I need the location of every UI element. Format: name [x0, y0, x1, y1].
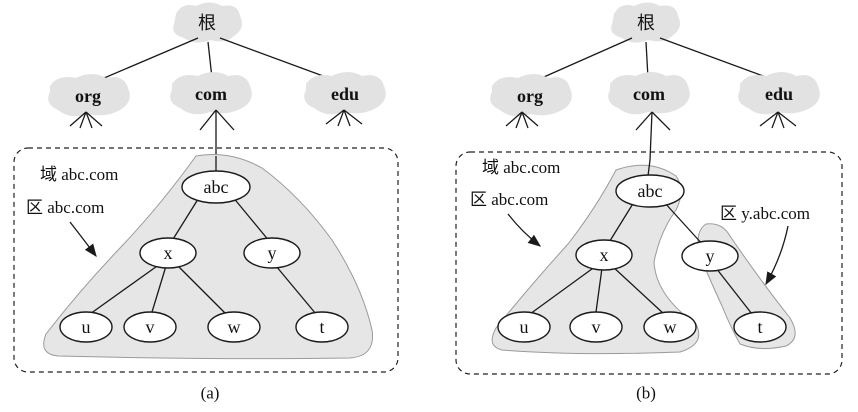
zone-abc-label-b: 区 abc.com	[470, 190, 548, 209]
zone-abc-region-a	[43, 154, 374, 360]
node-w-b: w	[643, 311, 697, 343]
node-u-a: u	[59, 311, 113, 343]
node-u-b: u	[497, 311, 551, 343]
edge-x-v-a	[151, 265, 167, 313]
zone-y-label-b: 区 y.abc.com	[720, 204, 810, 223]
tld-org-b: org	[490, 74, 572, 117]
node-t-b: t	[733, 311, 787, 343]
node-abc-b: abc	[615, 174, 685, 208]
tld-com-label-b: com	[633, 84, 665, 104]
svg-text:x: x	[164, 243, 173, 263]
tld-com-b: com	[608, 72, 690, 115]
svg-text:t: t	[757, 317, 762, 337]
svg-text:abc: abc	[638, 181, 663, 201]
fanout-edu-a	[325, 109, 363, 127]
edge-x-v-b	[595, 267, 603, 313]
tld-edu-b: edu	[738, 72, 820, 115]
node-abc-a: abc	[181, 170, 251, 204]
svg-text:y: y	[268, 243, 277, 263]
svg-text:v: v	[592, 317, 601, 337]
edge-abc-y-a	[231, 195, 271, 243]
node-w-a: w	[207, 311, 261, 343]
svg-text:x: x	[600, 245, 609, 265]
edge-y-t-b	[715, 267, 753, 315]
edge-root-org-b	[527, 37, 633, 85]
edge-root-com-b	[645, 41, 649, 79]
edge-abc-x-b	[607, 201, 635, 245]
zone-abc-arrow-a	[69, 221, 97, 258]
zone-abc-label-a: 区 abc.com	[26, 198, 104, 217]
edge-abc-x-a	[169, 195, 201, 245]
svg-text:u: u	[520, 317, 529, 337]
tld-org-label-b: org	[517, 86, 543, 106]
zone-y-arrow-b	[765, 225, 789, 286]
svg-text:u: u	[82, 317, 91, 337]
panel-a: 根 org com edu	[13, 2, 399, 403]
node-v-a: v	[123, 311, 177, 343]
tld-com-a: com	[170, 72, 252, 115]
edge-root-edu-b	[659, 37, 775, 81]
edge-x-u-b	[529, 265, 597, 315]
edge-root-edu-a	[219, 37, 335, 81]
node-y-a: y	[243, 237, 301, 269]
tld-com-label-a: com	[195, 84, 227, 104]
edge-root-com-a	[207, 41, 213, 79]
node-v-b: v	[569, 311, 623, 343]
fanout-edu-b	[759, 111, 797, 129]
node-t-a: t	[295, 311, 349, 343]
edge-x-w-a	[175, 263, 227, 315]
edge-x-w-b	[611, 265, 665, 315]
fanout-org-a	[69, 111, 103, 129]
svg-text:abc: abc	[204, 177, 229, 197]
fanout-org-b	[505, 111, 539, 129]
tld-edu-label-a: edu	[331, 84, 359, 104]
root-label-b: 根	[637, 13, 655, 33]
edge-abc-y-b	[663, 201, 705, 247]
domain-box-a	[13, 147, 399, 373]
domain-label-b: 域 abc.com	[482, 158, 560, 177]
svg-text:w: w	[664, 317, 677, 337]
root-node-b: 根	[611, 2, 680, 43]
panel-b: 根 org com edu	[455, 2, 843, 403]
zone-abc-arrow-b	[507, 213, 542, 247]
svg-text:t: t	[319, 317, 324, 337]
fanout-com-b	[635, 111, 671, 161]
root-label-a: 根	[198, 13, 216, 33]
tld-org-label-a: org	[75, 86, 101, 106]
caption-b: (b)	[636, 384, 656, 403]
node-x-b: x	[575, 239, 633, 271]
domain-label-a: 域 abc.com	[40, 165, 118, 184]
svg-text:y: y	[706, 246, 715, 266]
edge-x-u-a	[89, 263, 161, 315]
svg-text:w: w	[228, 317, 241, 337]
edge-y-t-a	[275, 265, 317, 315]
fanout-com-a	[199, 109, 235, 156]
tld-org-a: org	[48, 74, 130, 117]
node-y-b: y	[681, 240, 739, 272]
domain-box-b	[455, 151, 843, 375]
svg-text:v: v	[146, 317, 155, 337]
tld-edu-a: edu	[304, 72, 386, 115]
root-node-a: 根	[173, 2, 242, 43]
node-x-a: x	[139, 237, 197, 269]
caption-a: (a)	[201, 384, 220, 403]
edge-root-org-a	[89, 37, 199, 85]
edge-com-abc-b	[647, 159, 651, 177]
tld-edu-label-b: edu	[765, 84, 793, 104]
